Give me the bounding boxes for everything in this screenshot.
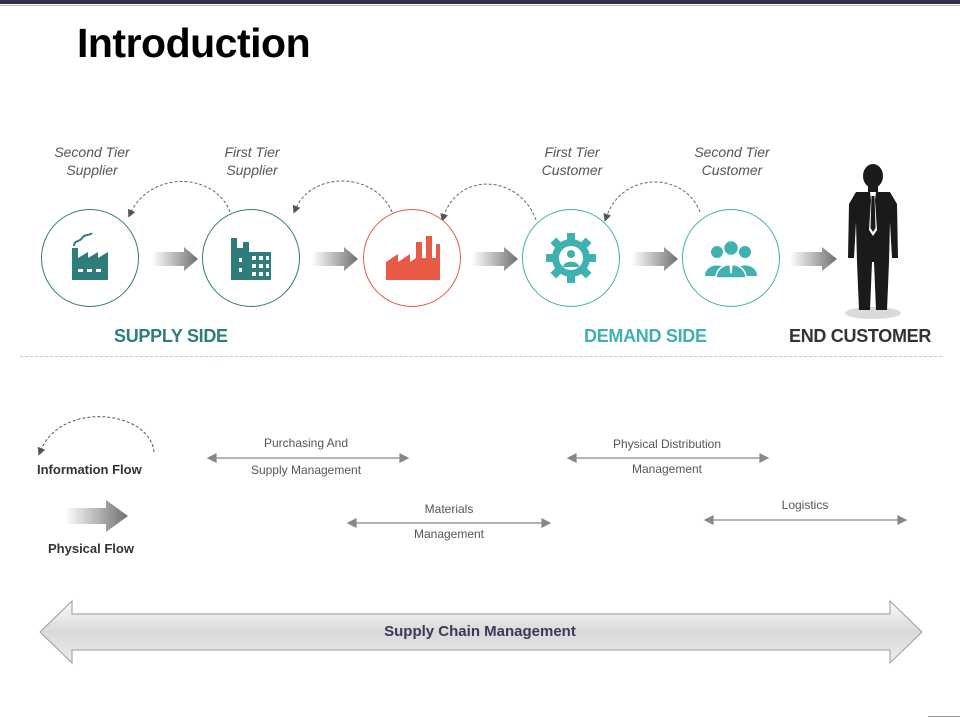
physical-arrow-1	[152, 247, 198, 271]
scm-label: Supply Chain Management	[384, 623, 576, 640]
flow-label-logistics: Logistics	[781, 498, 829, 512]
factory-building-icon	[231, 238, 271, 280]
node-first-tier-supplier	[202, 209, 300, 307]
factory-smoke-icon	[72, 232, 108, 280]
top-border	[0, 0, 960, 4]
gear-person-icon	[546, 233, 596, 283]
info-arrow-3	[440, 183, 537, 222]
legend-information-flow: Information Flow	[37, 462, 142, 477]
info-arrow-2	[292, 180, 393, 214]
flow-label-physical-1: Physical Distribution	[612, 437, 722, 451]
flow-label-materials-2: Management	[413, 527, 485, 541]
node-first-tier-customer	[522, 209, 620, 307]
factory-chimneys-icon	[386, 236, 440, 280]
corner-rule	[928, 716, 960, 717]
end-customer-label: END CUSTOMER	[789, 326, 932, 346]
section-divider	[20, 356, 942, 357]
node-second-tier-customer	[682, 209, 780, 307]
top-border-thin	[0, 5, 960, 6]
physical-arrow-4	[632, 247, 678, 271]
demand-side-label: DEMAND SIDE	[584, 326, 707, 346]
node-manufacturer	[363, 209, 461, 307]
flow-label-purchasing-1: Purchasing And	[263, 436, 349, 450]
node-second-tier-supplier	[41, 209, 139, 307]
info-arrow-4	[603, 181, 701, 222]
legend-physical-flow: Physical Flow	[48, 541, 134, 556]
flow-label-materials-1: Materials	[424, 502, 474, 516]
physical-arrow-2	[312, 247, 358, 271]
physical-arrow-5	[790, 247, 837, 271]
businessman-silhouette-icon	[845, 164, 901, 319]
flow-label-physical-2: Management	[631, 462, 703, 476]
people-group-icon	[705, 239, 757, 279]
legend-physical-arrow	[65, 500, 128, 532]
info-arrow-1	[128, 181, 231, 218]
flow-label-purchasing-2: Supply Management	[250, 463, 362, 477]
scm-arrow	[39, 599, 923, 665]
physical-arrow-3	[472, 247, 518, 271]
legend-info-arrow	[37, 416, 155, 456]
supply-side-label: SUPPLY SIDE	[114, 326, 228, 346]
page-title: Introduction	[77, 20, 311, 66]
